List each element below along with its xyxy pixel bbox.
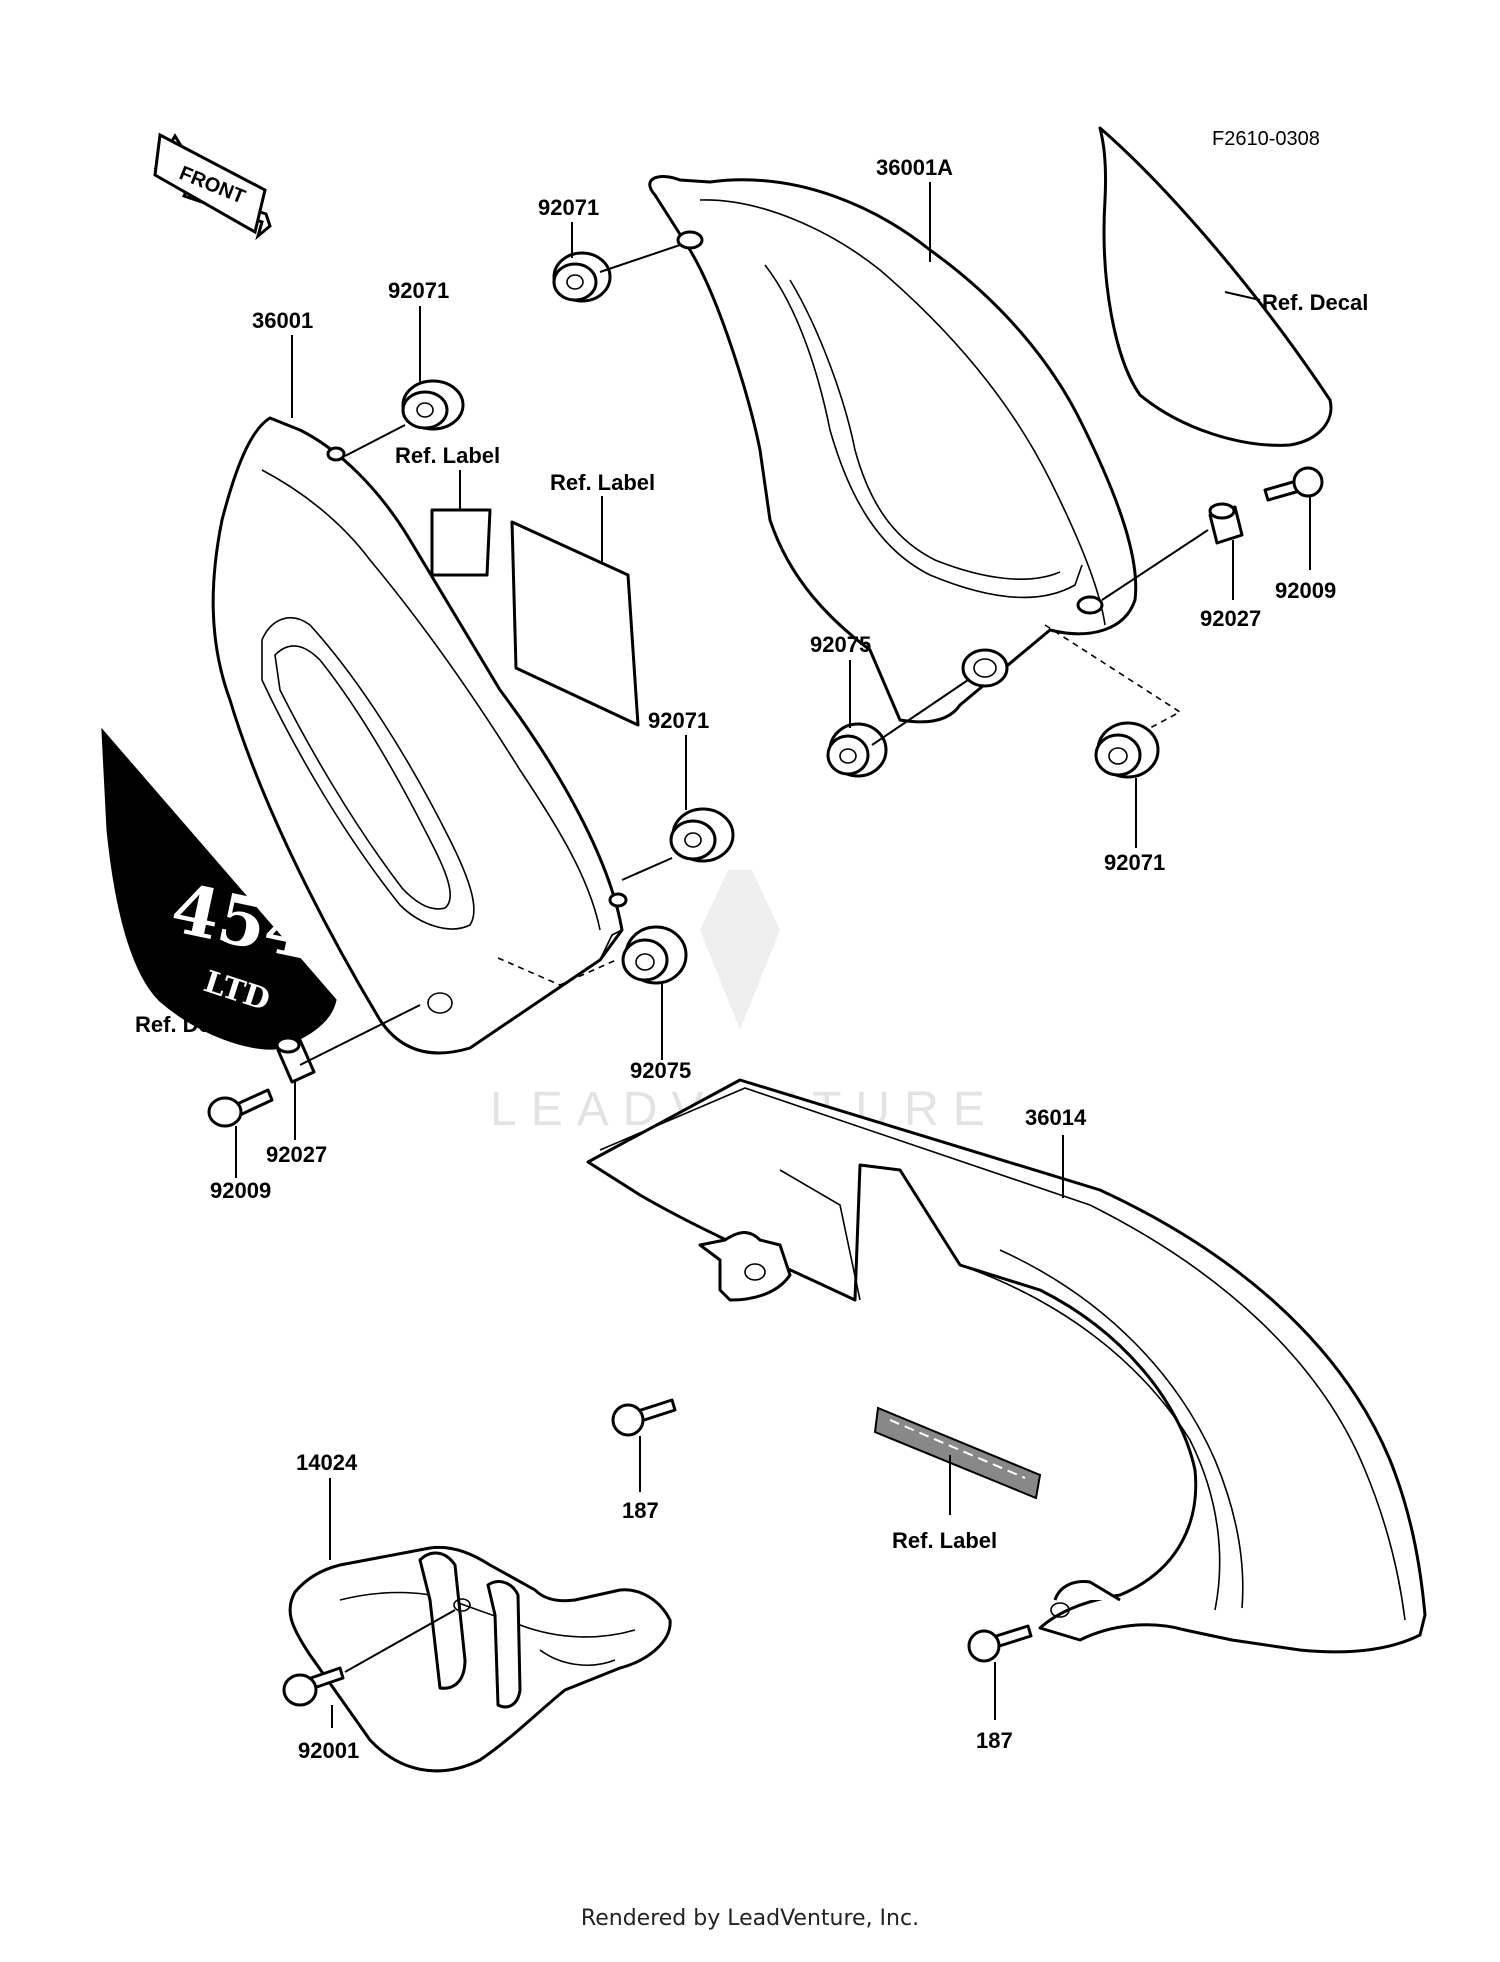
bolt-92009-b (1263, 466, 1324, 502)
ref-decal-b: Ref. Decal (1262, 290, 1368, 315)
front-arrow-icon: FRONT (153, 132, 272, 241)
label-92071-a: 92071 (388, 278, 449, 303)
label-187-a: 187 (622, 1498, 659, 1523)
ref-decal-a: Ref. Decal (135, 1012, 241, 1037)
label-92075-a: 92075 (630, 1058, 691, 1083)
grommet-92071-d (1094, 721, 1160, 779)
label-92009-b: 92009 (1275, 578, 1336, 603)
label-92009-a: 92009 (210, 1178, 271, 1203)
label-92075-b: 92075 (810, 632, 871, 657)
grommet-92071-a (401, 379, 465, 431)
grommet-92071-b (552, 251, 612, 303)
label-92027-b: 92027 (1200, 606, 1261, 631)
label-92001: 92001 (298, 1738, 359, 1763)
ref-label-chainguard (873, 1406, 1042, 1500)
label-36014: 36014 (1025, 1105, 1087, 1130)
label-36001A: 36001A (876, 155, 953, 180)
label-92071-b: 92071 (538, 195, 599, 220)
chain-guard-36014 (586, 1078, 1427, 1654)
label-92071-d: 92071 (1104, 850, 1165, 875)
label-187-b: 187 (976, 1728, 1013, 1753)
ref-label-a: Ref. Label (395, 443, 500, 468)
label-36001: 36001 (252, 308, 313, 333)
label-92071-c: 92071 (648, 708, 709, 733)
ref-decal-shape-right (1098, 126, 1333, 447)
guard-14024 (288, 1545, 672, 1773)
label-92027-a: 92027 (266, 1142, 327, 1167)
ref-label-c: Ref. Label (892, 1528, 997, 1553)
collar-92027-b (1208, 502, 1244, 545)
ref-label-small (430, 508, 492, 577)
grommet-92075-b (826, 722, 888, 778)
side-cover-right-36001A (648, 175, 1138, 724)
bolt-187-a (611, 1398, 677, 1437)
label-14024: 14024 (296, 1450, 358, 1475)
grommet-92075-a (621, 925, 688, 985)
grommet-92071-c (669, 807, 735, 863)
footer-credit: Rendered by LeadVenture, Inc. (580, 1906, 920, 1931)
bolt-187-b (967, 1624, 1033, 1663)
side-cover-left-36001 (211, 416, 628, 1055)
ref-label-b: Ref. Label (550, 470, 655, 495)
ref-label-large (510, 520, 640, 727)
bolt-92001 (282, 1666, 345, 1707)
diagram-code: F2610-0308 (1212, 128, 1320, 150)
collar-92027-a (275, 1036, 316, 1084)
bolt-92009-a (207, 1088, 274, 1128)
